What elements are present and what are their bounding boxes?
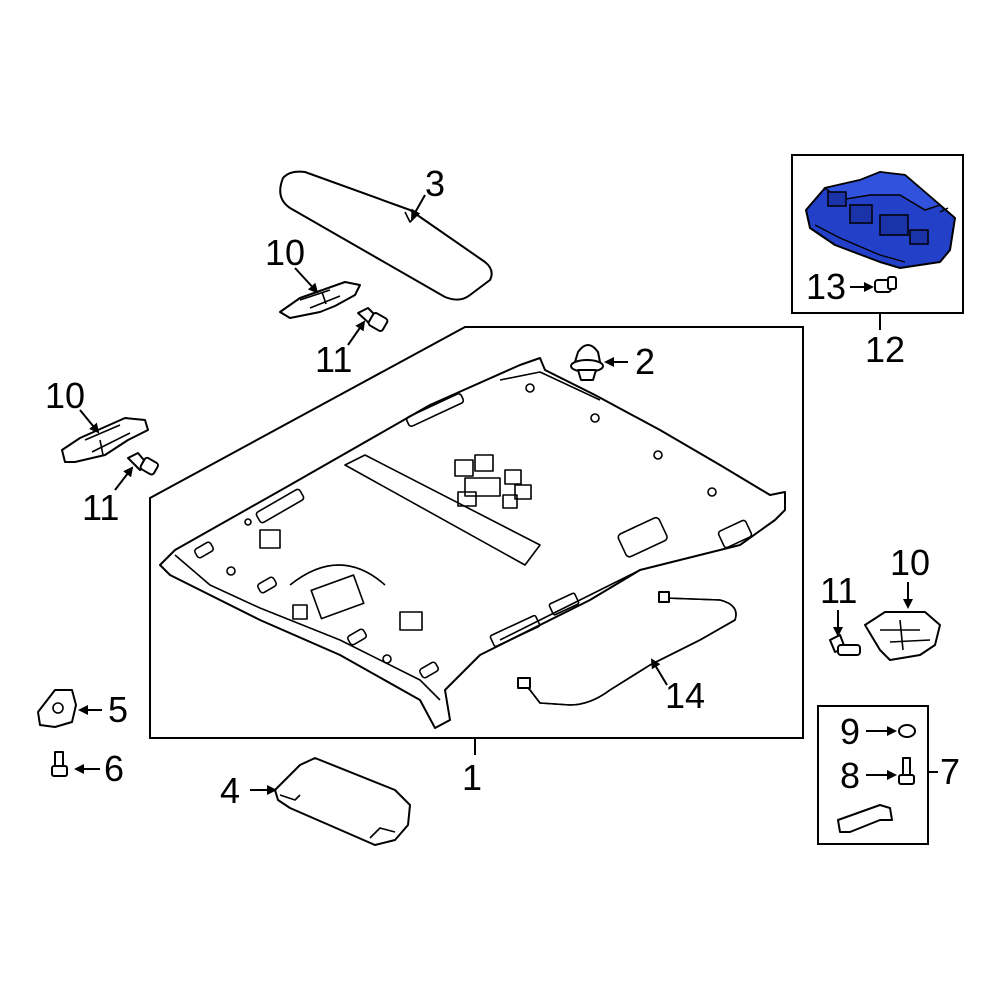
leader-3	[411, 194, 426, 220]
screw-part-11-right[interactable]	[829, 634, 861, 656]
callout-11-right: 11	[820, 570, 857, 611]
bolt-part-6[interactable]	[51, 751, 68, 777]
bolt-part-8[interactable]	[898, 757, 915, 785]
leader-14	[650, 658, 668, 686]
sun-visor-part-4[interactable]	[274, 757, 411, 846]
bulb-part-13[interactable]	[874, 276, 897, 293]
callout-14: 14	[665, 675, 705, 716]
leader-11-upper	[347, 320, 366, 346]
dome-lamp-group-box	[791, 154, 964, 314]
washer-part-9[interactable]	[898, 724, 916, 738]
callout-10-upper: 10	[265, 232, 305, 273]
callout-11-upper: 11	[315, 339, 352, 380]
callout-11-left: 11	[82, 487, 119, 528]
callout-13: 13	[806, 266, 846, 307]
leader-11-left	[114, 466, 134, 491]
callout-10-left: 10	[45, 375, 85, 416]
bracket-part-10-right[interactable]	[864, 611, 941, 661]
callout-4: 4	[220, 770, 240, 811]
callout-1: 1	[462, 757, 482, 798]
screw-part-11-upper[interactable]	[357, 307, 389, 332]
callout-9: 9	[840, 711, 860, 752]
bracket-part-10-left[interactable]	[61, 417, 149, 463]
callout-6: 6	[104, 748, 124, 789]
screw-part-11-left[interactable]	[127, 452, 159, 476]
assist-grip[interactable]	[837, 804, 893, 833]
callout-12: 12	[865, 329, 905, 370]
wire-harness-part-14[interactable]	[517, 591, 737, 706]
callout-7: 7	[940, 751, 960, 792]
leader-10-upper	[294, 267, 319, 294]
callout-10-right: 10	[890, 542, 930, 583]
clip-part-2[interactable]	[570, 344, 604, 381]
callout-8: 8	[840, 755, 860, 796]
callout-5: 5	[108, 689, 128, 730]
callout-2: 2	[635, 341, 655, 382]
headliner-group-box	[149, 326, 804, 739]
callout-3: 3	[425, 163, 445, 204]
bracket-part-5[interactable]	[37, 689, 77, 728]
bracket-part-10-upper[interactable]	[279, 281, 361, 319]
leader-10-left	[79, 409, 100, 434]
trim-panel-part-3[interactable]	[279, 170, 493, 301]
assist-grip-group-box	[817, 705, 929, 845]
dome-lamp-part-12[interactable]	[805, 171, 956, 269]
headliner-part-1[interactable]	[159, 357, 786, 729]
